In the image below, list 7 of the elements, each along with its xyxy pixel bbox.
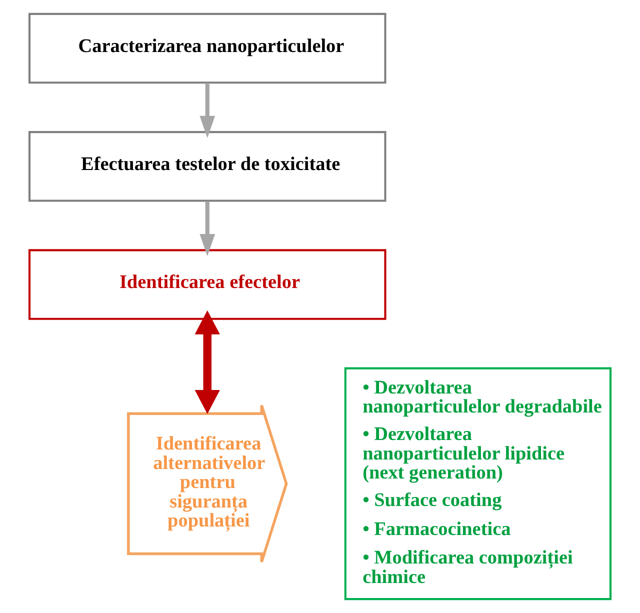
arrow [194, 310, 220, 414]
node-box: Caracterizarea nanoparticulelor [28, 12, 386, 84]
node-box: • Dezvoltarea nanoparticulelor degradabile • Dezvoltarea nanoparticulelor lipidice (next generation) • Surface coating • Farmacocinetica • Modificarea compoziției chimice [344, 367, 612, 600]
arrow [200, 201, 216, 256]
node-box: Identificarea efectelor [28, 249, 386, 320]
arrow [200, 83, 216, 138]
node-box: Efectuarea testelor de toxicitate [28, 131, 386, 202]
